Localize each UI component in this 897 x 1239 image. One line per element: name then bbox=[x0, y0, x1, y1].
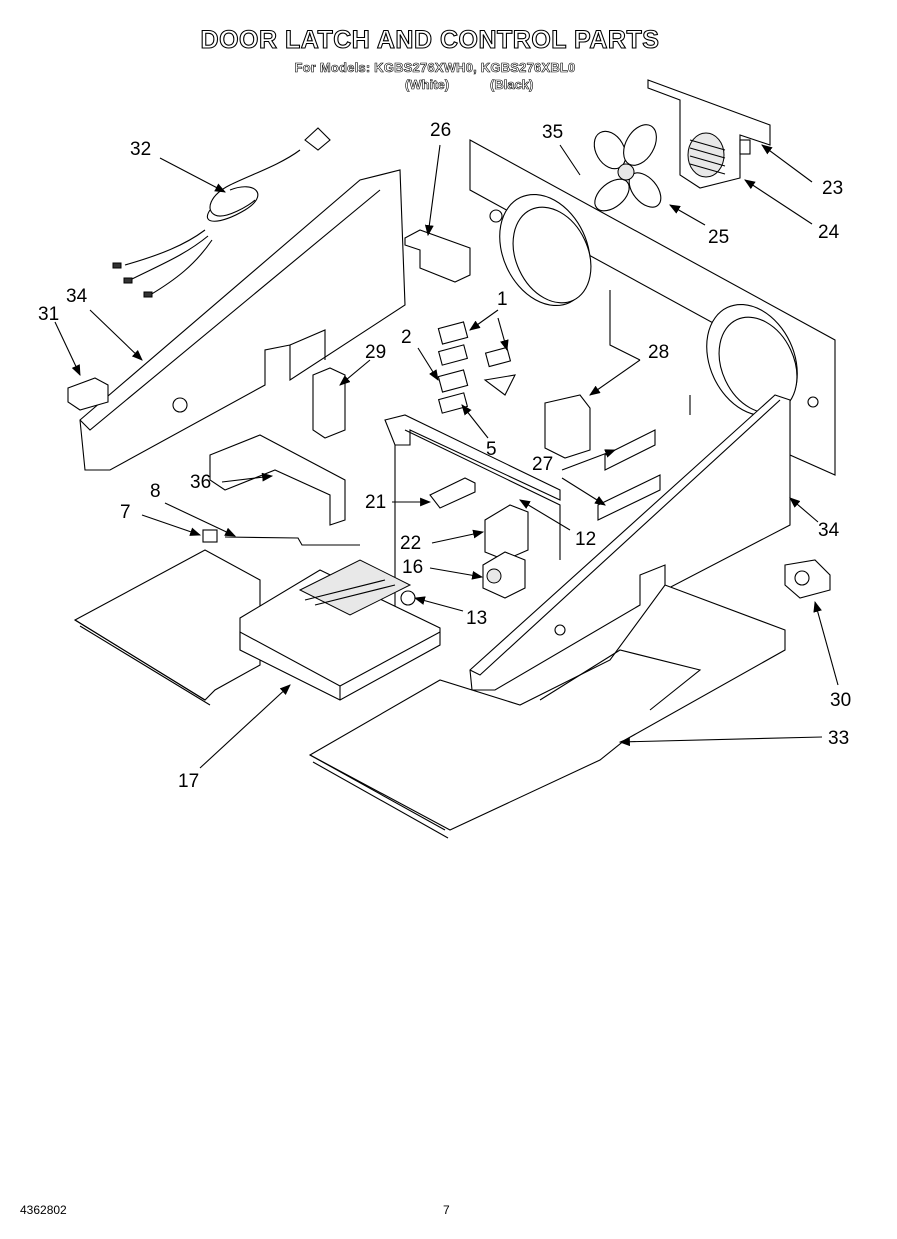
callout-1: 1 bbox=[497, 289, 508, 310]
callout-24: 24 bbox=[818, 222, 840, 243]
models-line: For Models: KGBS276XWH0, KGBS276XBL0 bbox=[294, 60, 576, 76]
callout-17: 17 bbox=[178, 771, 199, 792]
left-side-panel-part-34 bbox=[79, 169, 406, 471]
page-number: 7 bbox=[443, 1203, 450, 1217]
callout-21: 21 bbox=[365, 492, 386, 513]
power-cord-part-32 bbox=[112, 127, 331, 298]
callout-22: 22 bbox=[400, 533, 421, 554]
variant-black-label: (Black) bbox=[490, 77, 534, 93]
door-latch-assembly-part-17 bbox=[239, 559, 441, 701]
callout-28: 28 bbox=[648, 342, 669, 363]
small-parts bbox=[67, 229, 831, 599]
callout-30: 30 bbox=[830, 690, 851, 711]
callout-27: 27 bbox=[532, 454, 553, 475]
callout-34-left: 34 bbox=[66, 286, 88, 307]
bottom-tray-left bbox=[73, 549, 261, 706]
right-side-panel-part-34 bbox=[469, 394, 791, 691]
fan-blade-part-25 bbox=[593, 124, 662, 212]
callout-8: 8 bbox=[150, 481, 161, 502]
callout-2: 2 bbox=[401, 327, 412, 348]
callout-25: 25 bbox=[708, 227, 729, 248]
callout-7: 7 bbox=[120, 502, 131, 523]
document-number: 4362802 bbox=[20, 1203, 67, 1217]
callout-32: 32 bbox=[130, 139, 151, 160]
center-bracket-part-12 bbox=[384, 414, 561, 610]
callout-33: 33 bbox=[828, 728, 849, 749]
callout-26: 26 bbox=[430, 120, 451, 141]
variant-white-label: (White) bbox=[405, 77, 450, 93]
callout-23: 23 bbox=[822, 178, 843, 199]
callout-labels: 32 26 35 23 24 25 1 2 29 28 31 34 5 27 3… bbox=[38, 120, 851, 792]
callout-35: 35 bbox=[542, 122, 563, 143]
rear-panel-part-35 bbox=[469, 139, 836, 476]
callout-5: 5 bbox=[486, 439, 497, 460]
callout-31: 31 bbox=[38, 304, 59, 325]
callout-13: 13 bbox=[466, 608, 487, 629]
page-title: DOOR LATCH AND CONTROL PARTS bbox=[200, 25, 660, 54]
callout-16: 16 bbox=[402, 557, 423, 578]
callout-34-right: 34 bbox=[818, 520, 840, 541]
fan-motor-part-24 bbox=[647, 79, 771, 189]
callout-12: 12 bbox=[575, 529, 596, 550]
leader-lines bbox=[54, 144, 839, 769]
callout-29: 29 bbox=[365, 342, 386, 363]
bottom-floor-part-33 bbox=[308, 584, 786, 839]
callout-36: 36 bbox=[190, 472, 211, 493]
bracket-part-36 bbox=[209, 434, 346, 526]
